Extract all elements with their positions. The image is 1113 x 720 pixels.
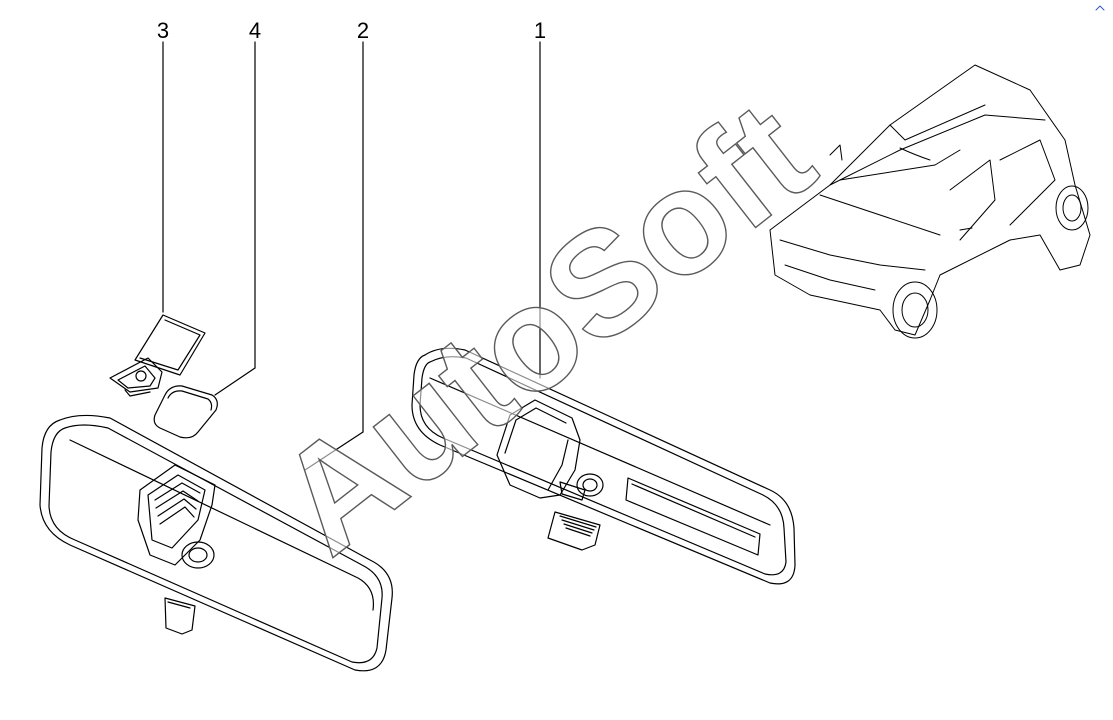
part-4-gel-pad xyxy=(153,385,218,439)
callout-2: 2 xyxy=(356,18,370,43)
callout-4: 4 xyxy=(248,18,262,43)
leader-lines xyxy=(162,41,541,471)
leader-line-2-tail xyxy=(304,431,364,471)
leader-line-4-tail xyxy=(214,367,256,396)
part-3-cover xyxy=(109,314,206,397)
callout-1: 1 xyxy=(533,18,547,43)
corner-mark-icon xyxy=(1095,5,1105,11)
part-2-mirror xyxy=(39,414,393,672)
vehicle-illustration xyxy=(769,64,1091,339)
part-1-mirror xyxy=(411,347,796,585)
callout-3: 3 xyxy=(156,18,170,43)
